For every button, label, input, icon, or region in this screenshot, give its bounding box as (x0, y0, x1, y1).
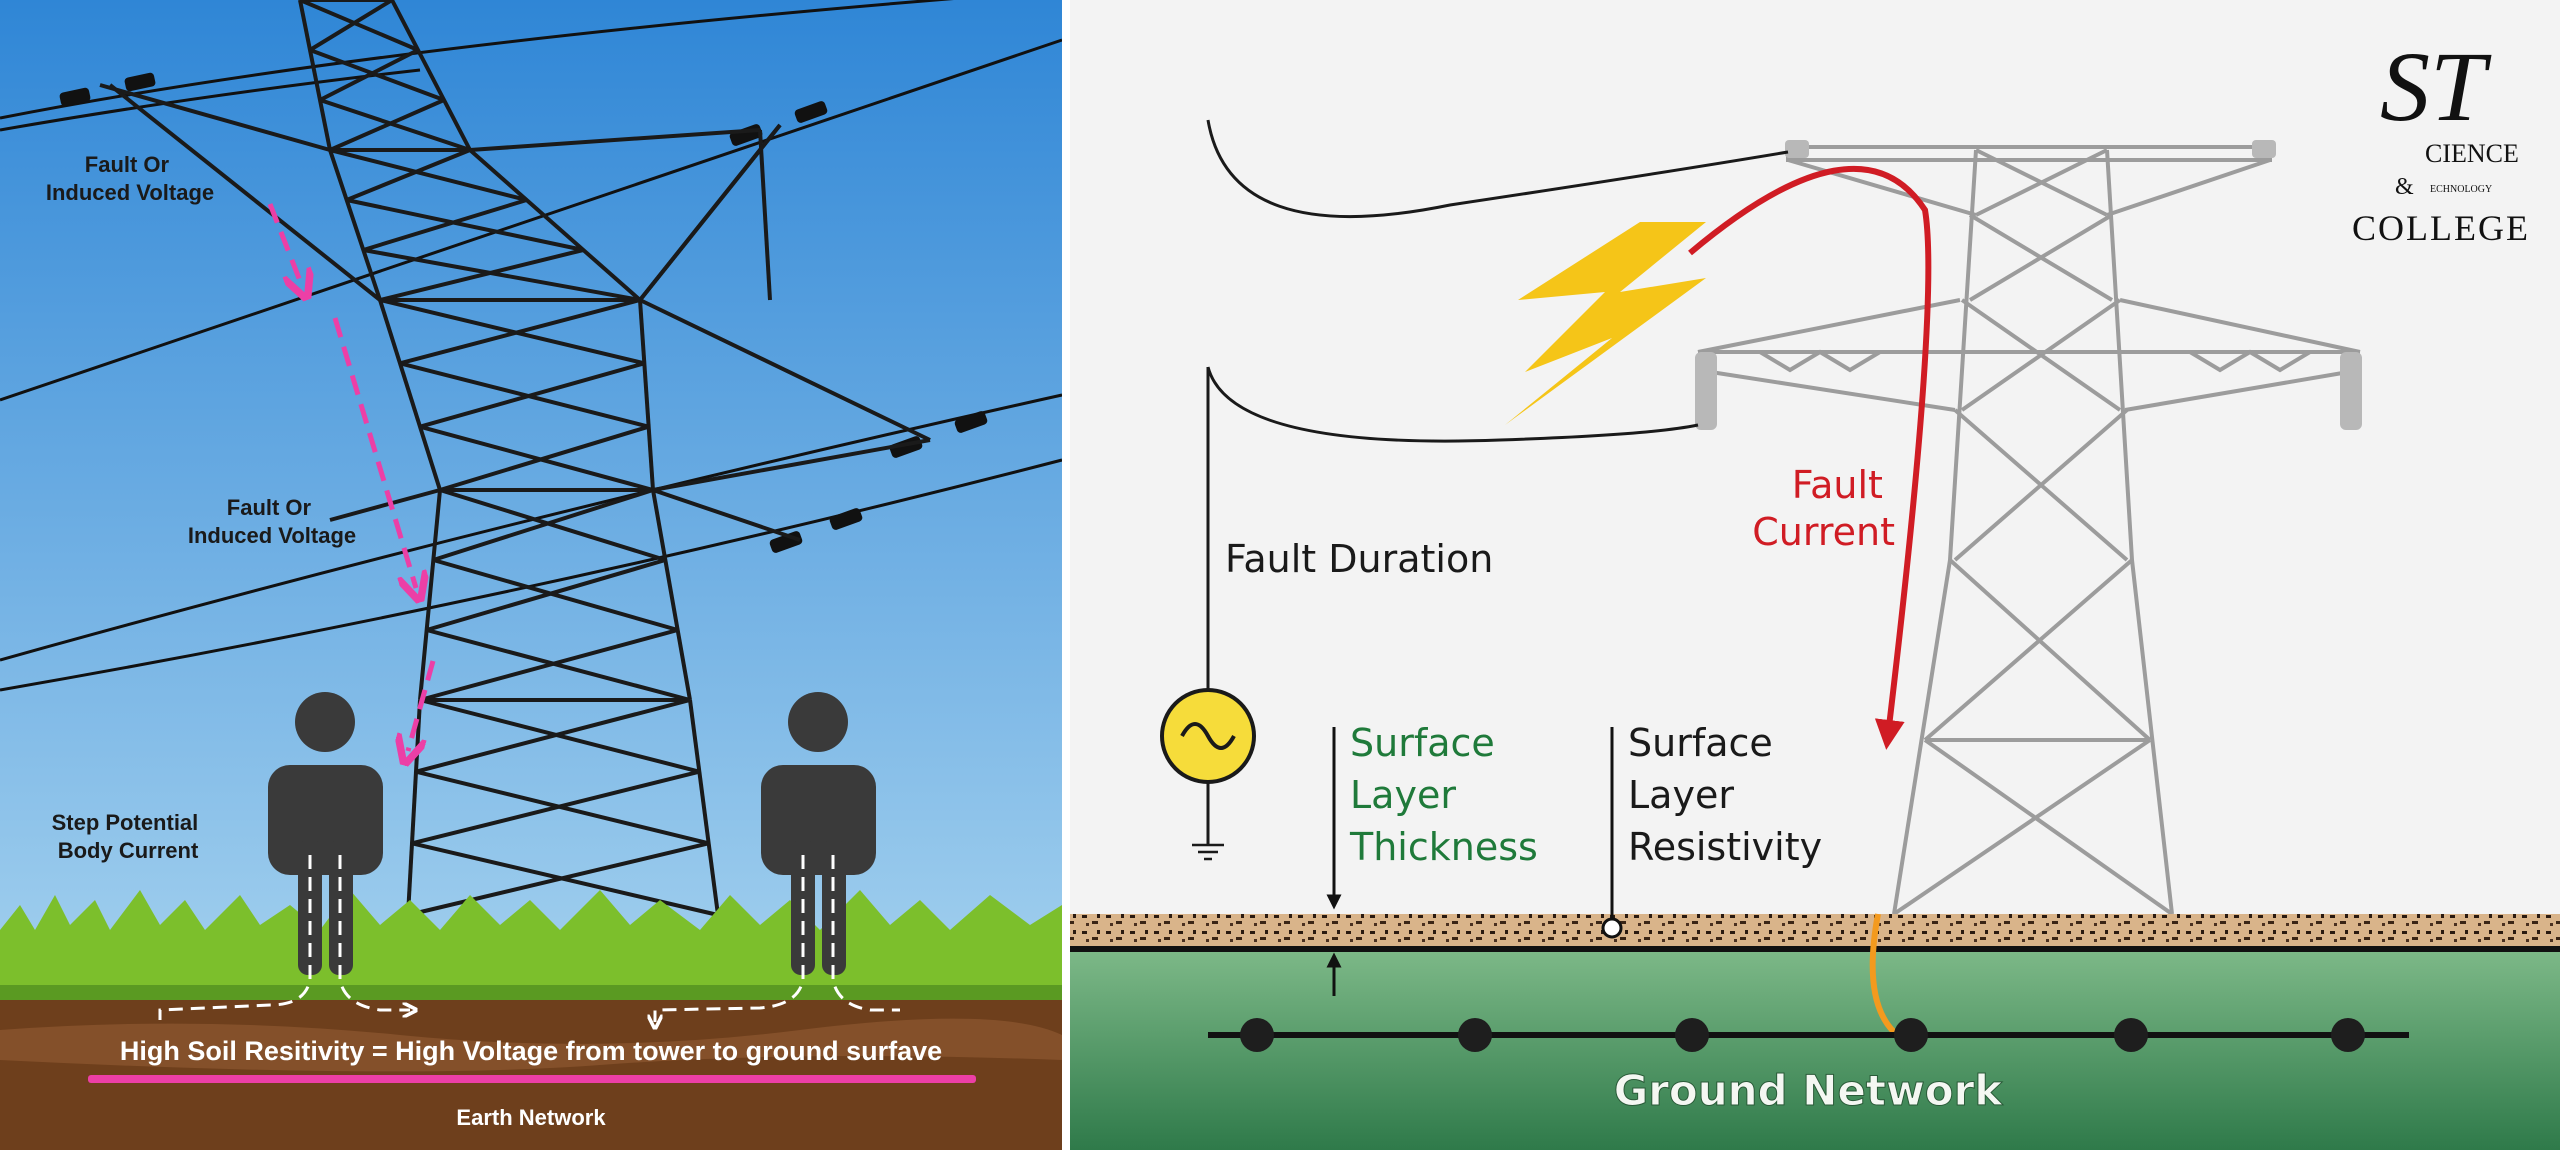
fault-current-label: Fault Current (1752, 463, 1895, 554)
lattice-member (399, 298, 641, 366)
lattice-member (426, 558, 666, 632)
lattice-member (308, 0, 394, 52)
lattice-member (309, 48, 445, 102)
lattice-member (319, 98, 471, 152)
fault-voltage-label-2: Fault Or Induced Voltage (188, 495, 356, 548)
soil-layer (0, 1018, 1062, 1072)
svg-text:ST: ST (2380, 31, 2492, 142)
ground-rod-node (1675, 1018, 1709, 1052)
surface-thickness-label: Surface Layer Thickness (1349, 721, 1538, 869)
lattice-member (399, 361, 650, 429)
lattice-member (362, 198, 528, 252)
conductors (1192, 119, 1789, 861)
lattice-member (411, 769, 700, 846)
lattice-member (362, 248, 641, 302)
lattice-member (378, 299, 442, 491)
lattice-member (651, 489, 692, 701)
lattice-member (652, 488, 801, 542)
lattice-member (638, 299, 655, 491)
lattice-member (688, 699, 720, 916)
ground-rod-node (2114, 1018, 2148, 1052)
grass-edge (0, 985, 1062, 1003)
lattice-member (329, 98, 445, 152)
college-logo: ST CIENCE & ECHNOLOGY COLLEGE (2352, 31, 2530, 248)
soil-green (1070, 952, 2560, 1150)
lattice-member (432, 558, 679, 632)
lattice-member (426, 628, 691, 702)
lattice-member (108, 83, 382, 302)
lattice-member (418, 489, 442, 701)
fault-duration-label: Fault Duration (1225, 537, 1493, 581)
right-panel: Ground Network Fault Duration Fault Curr… (1070, 0, 2560, 1150)
lattice-member (379, 248, 584, 302)
tower-ground-lead (1869, 913, 1897, 1035)
surface-layer-border (1070, 946, 2560, 952)
lattice-member (652, 438, 931, 492)
lattice-member (439, 424, 650, 492)
surface-resistivity-label: Surface Layer Resistivity (1628, 721, 1822, 869)
lattice-member (419, 424, 654, 492)
lattice-member (319, 48, 419, 102)
ground-rod-node (1240, 1018, 1274, 1052)
lattice-member (390, 0, 472, 151)
svg-text:ECHNOLOGY: ECHNOLOGY (2430, 184, 2492, 195)
step-potential-label: Step Potential Body Current (52, 810, 205, 863)
svg-text:COLLEGE: COLLEGE (2352, 208, 2530, 248)
lattice-member (638, 123, 782, 302)
lightning-icon (1505, 222, 1706, 425)
svg-text:CIENCE: CIENCE (2425, 139, 2519, 168)
lattice-member (345, 148, 471, 202)
lattice-member (328, 149, 382, 301)
ground-rod-node (1894, 1018, 1928, 1052)
lattice-member (329, 488, 441, 522)
fault-voltage-arrows (267, 203, 436, 751)
insulators-right (1695, 140, 2362, 430)
lattice-member (329, 148, 528, 202)
left-panel: Fault Or Induced Voltage Fault Or Induce… (0, 0, 1063, 1150)
panel-divider (1062, 0, 1070, 1150)
lattice-member (439, 488, 666, 562)
lattice-member (468, 148, 642, 302)
lattice-member (298, 0, 332, 151)
lattice-member (419, 361, 645, 429)
fault-current-arrow (1688, 165, 1932, 750)
soil-resistivity-caption: High Soil Resitivity = High Voltage from… (120, 1036, 942, 1066)
lattice-member (432, 488, 654, 562)
earth-network-label: Earth Network (456, 1105, 606, 1130)
ground-rods (1240, 1018, 2365, 1052)
lattice-member (639, 298, 931, 442)
lattice-member (299, 0, 419, 52)
lattice-tower (99, 0, 931, 917)
resistivity-indicator (1601, 727, 1623, 939)
lattice-member (99, 83, 331, 152)
background (1070, 0, 2560, 914)
earth-network-line (88, 1075, 976, 1083)
lattice-member (419, 628, 679, 702)
surface-layer (1070, 914, 2560, 948)
lattice-member (407, 841, 710, 917)
lattice-member (469, 128, 761, 152)
svg-text:&: & (2395, 174, 2414, 200)
ground-rod-node (1458, 1018, 1492, 1052)
lattice-member (415, 698, 691, 774)
fault-voltage-label-1: Fault Or Induced Voltage (46, 152, 214, 205)
lattice-member (758, 129, 772, 301)
ground-rod-node (2331, 1018, 2365, 1052)
lattice-member (346, 198, 584, 252)
step-current-paths (158, 855, 900, 1022)
ac-source-icon (1160, 688, 1256, 784)
ground-network-label: Ground Network (1614, 1066, 2004, 1115)
transmission-tower (1697, 145, 2361, 916)
